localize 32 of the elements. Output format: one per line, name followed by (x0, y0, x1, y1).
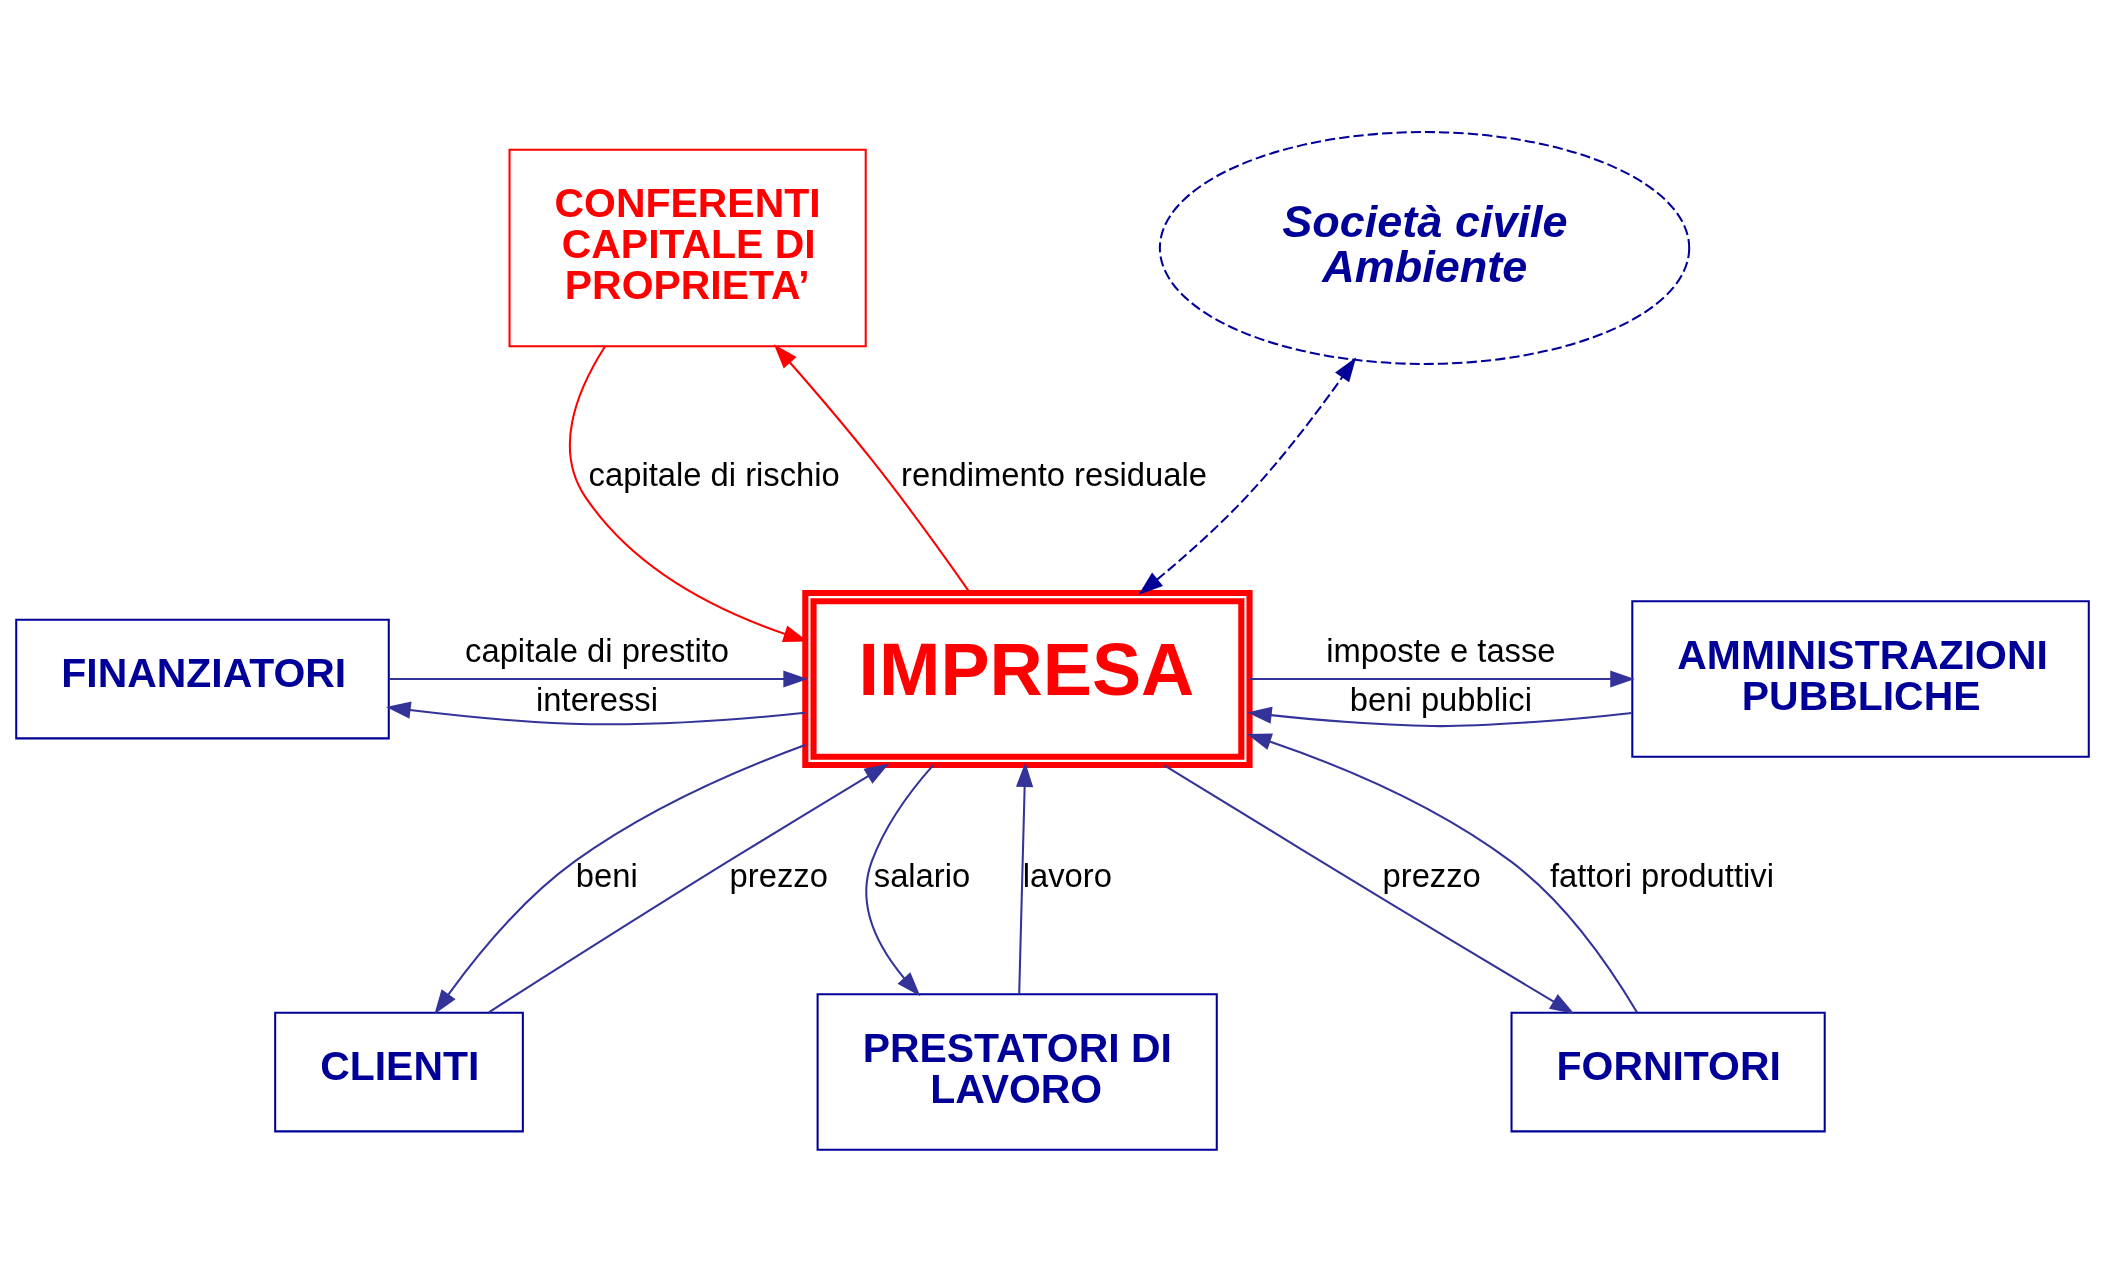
arrow (386, 701, 806, 725)
edge-label: prezzo (1382, 856, 1481, 894)
edge-label: prezzo (729, 856, 828, 894)
arrow (1138, 356, 1357, 595)
arrow (389, 669, 808, 688)
edge-label: beni pubblici (1349, 680, 1532, 718)
arrow (1249, 669, 1635, 688)
arrow (1016, 761, 1034, 994)
arrow (1246, 733, 1638, 1013)
node-box: FINANZIATORI (15, 618, 390, 739)
node-box: FORNITORI (1510, 1011, 1826, 1132)
arrow (488, 763, 890, 1013)
edge-label: capitale di prestito (465, 631, 730, 669)
edge-label: capitale di rischio (588, 455, 840, 493)
node-box: PRESTATORI DI LAVORO (816, 992, 1218, 1151)
edge-label: salario (873, 856, 971, 894)
arrow (865, 764, 934, 996)
arrow (773, 343, 971, 593)
node-box: CLIENTI (274, 1011, 524, 1132)
arrow (1247, 706, 1632, 727)
edge-label: interessi (536, 680, 659, 718)
edge-label: fattori produttivi (1550, 856, 1774, 894)
node-box: AMMINISTRAZIONI PUBBLICHE (1631, 599, 2090, 758)
node-box: CONFERENTI CAPITALE DI PROPRIETA’ (508, 148, 867, 347)
node-box: IMPRESA (802, 589, 1253, 768)
arrow (1163, 763, 1575, 1014)
edge-label: lavoro (1022, 856, 1112, 894)
edge-label: rendimento residuale (901, 455, 1207, 493)
edge-label: beni (575, 856, 638, 894)
arrow (434, 743, 806, 1014)
node-ellipse: Società civile Ambiente (1158, 130, 1691, 365)
edge-label: imposte e tasse (1326, 631, 1556, 669)
